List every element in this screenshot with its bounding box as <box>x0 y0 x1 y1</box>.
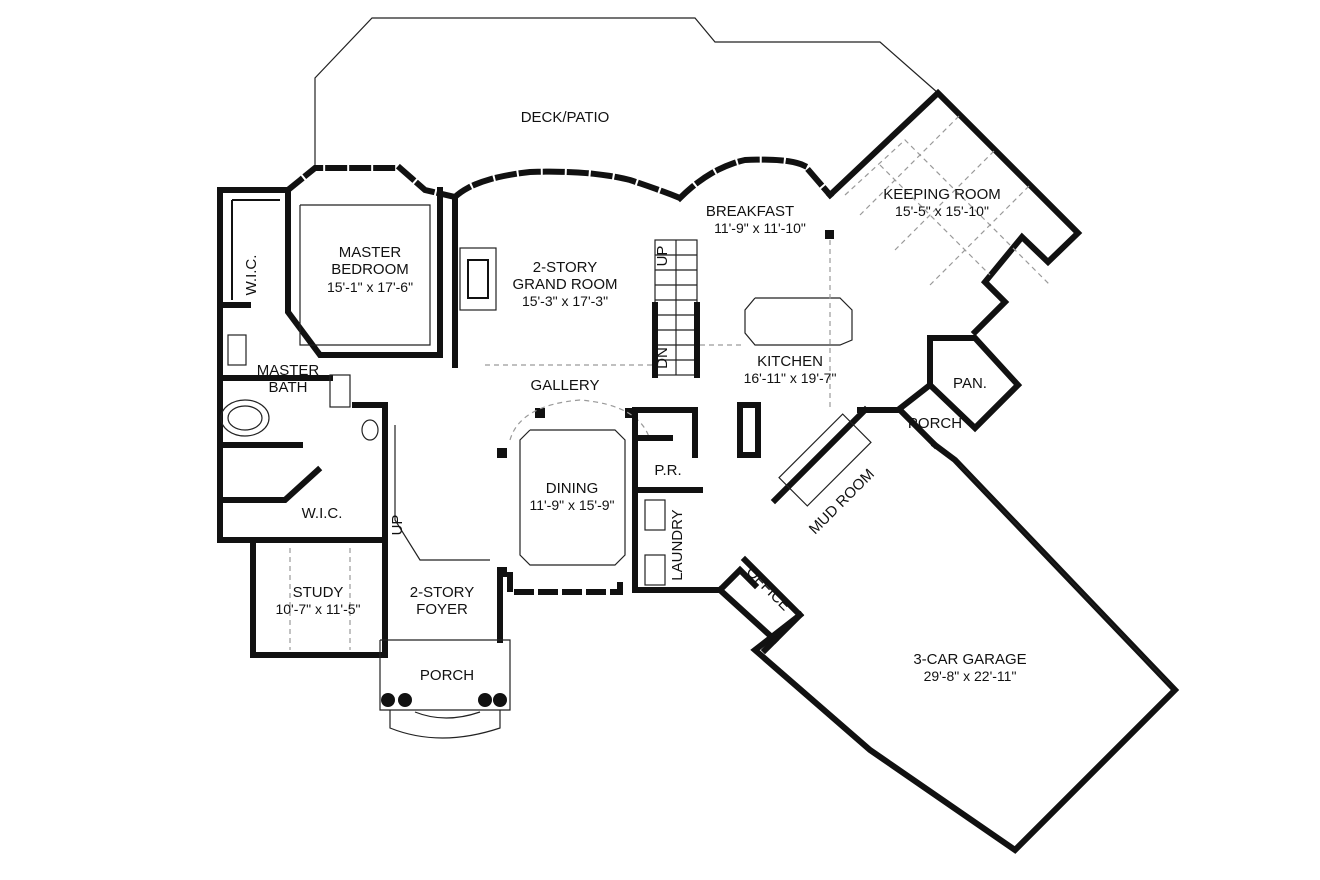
foyer-stair-up-label: UP <box>389 515 406 536</box>
breakfast-label: BREAKFAST <box>706 203 794 220</box>
master-bedroom-dims: 15'-1" x 17'-6" <box>327 279 413 295</box>
master-bath-label-2: BATH <box>269 379 308 396</box>
deck-outline <box>314 17 939 168</box>
wic-top-label: W.I.C. <box>243 255 260 296</box>
keeping-room-walls <box>825 88 1083 337</box>
kitchen-walls <box>700 240 853 458</box>
foyer-label-1: 2-STORY <box>410 584 474 601</box>
dining-label: DINING <box>546 480 599 497</box>
study-dims: 10'-7" x 11'-5" <box>275 601 360 617</box>
grand-room-label-1: 2-STORY <box>533 259 597 276</box>
grand-room-dims: 15'-3" x 17'-3" <box>522 293 608 309</box>
garage-dims: 29'-8" x 22'-11" <box>924 668 1017 684</box>
master-bedroom-label-1: MASTER <box>339 244 402 261</box>
study-label: STUDY <box>293 584 344 601</box>
garage-label: 3-CAR GARAGE <box>913 651 1026 668</box>
kitchen-label: KITCHEN <box>757 353 823 370</box>
powder-room-label: P.R. <box>654 462 681 479</box>
wic-bottom-label: W.I.C. <box>302 505 343 522</box>
main-stair <box>652 239 700 378</box>
breakfast-dims: 11'-9" x 11'-10" <box>714 220 806 236</box>
grand-room-label-2: GRAND ROOM <box>513 276 618 293</box>
office-label: OFFICE <box>743 563 794 614</box>
pantry-label: PAN. <box>953 375 987 392</box>
keeping-room-dims: 15'-5" x 15'-10" <box>895 203 989 219</box>
mudroom-walls <box>770 335 1023 507</box>
rear-window-walls <box>283 156 835 203</box>
laundry-label: LAUNDRY <box>669 509 686 580</box>
kitchen-dims: 16'-11" x 19'-7" <box>744 370 837 386</box>
deck-label: DECK/PATIO <box>521 109 610 126</box>
foyer-label-2: FOYER <box>416 601 468 618</box>
master-suite-walls <box>217 187 443 543</box>
mud-room-label: MUD ROOM <box>806 466 878 538</box>
front-porch-label: PORCH <box>420 667 474 684</box>
master-bath-label-1: MASTER <box>257 362 320 379</box>
stair-down-label: DN <box>654 347 671 369</box>
master-bedroom-label-2: BEDROOM <box>331 261 409 278</box>
dining-dims: 11'-9" x 15'-9" <box>529 497 614 513</box>
garage-walls <box>750 440 1180 854</box>
rear-porch-label: PORCH <box>908 415 962 432</box>
keeping-room-label: KEEPING ROOM <box>883 186 1001 203</box>
stair-up-label: UP <box>654 246 671 267</box>
grand-room-walls <box>452 194 655 368</box>
service-walls <box>632 407 760 593</box>
gallery-label: GALLERY <box>531 377 600 394</box>
foyer-porch-walls <box>377 412 511 739</box>
